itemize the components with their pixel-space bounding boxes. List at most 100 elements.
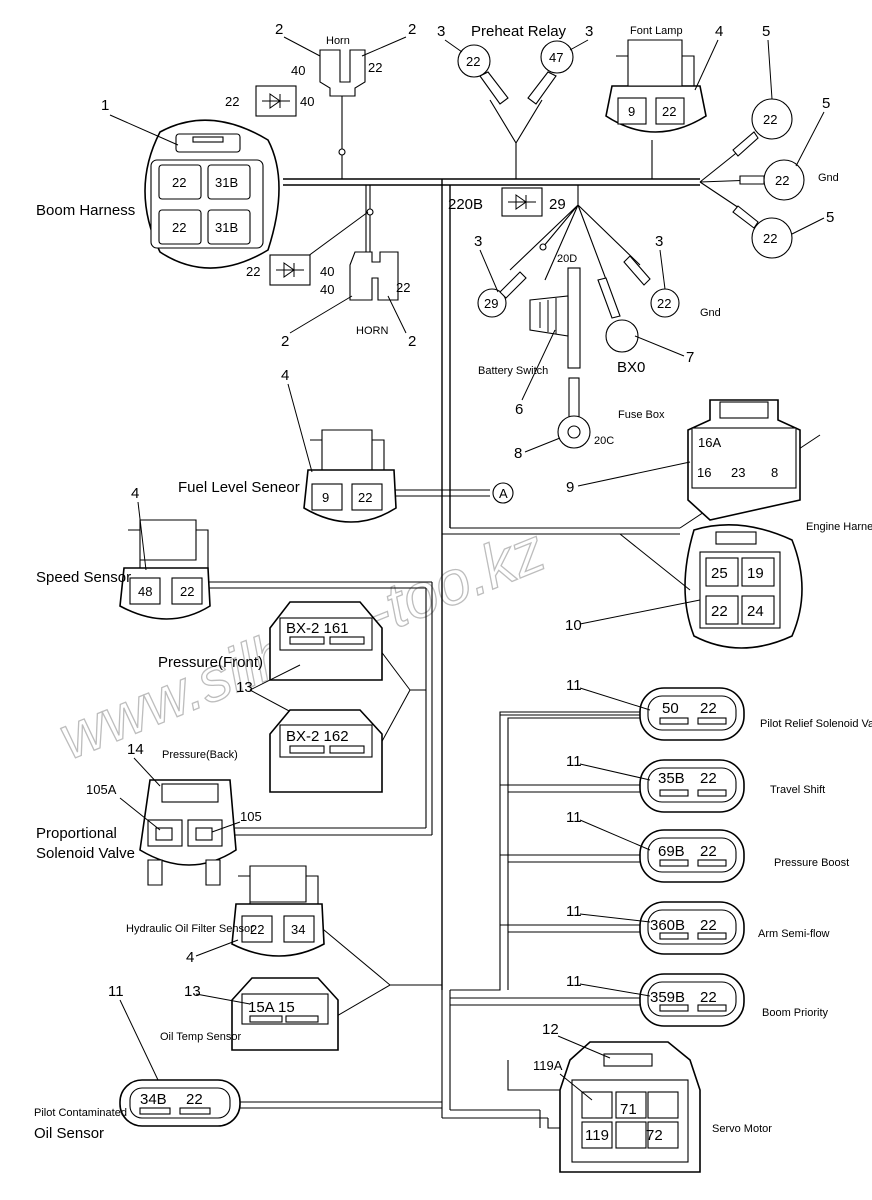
battery-area: 220B 29 29 3 22 3 Gnd 20D Battery Switch… [448, 187, 721, 462]
callout-3d: 3 [655, 233, 663, 250]
pressure-back-sensor: BX-2 162 Pressure(Back) [162, 709, 383, 793]
wire-20d: 20D [557, 253, 577, 265]
callout-14: 14 [127, 741, 144, 758]
callout-12: 12 [542, 1021, 559, 1038]
lamp-pin-2: 22 [662, 104, 676, 119]
valve2-pin-2: 22 [700, 770, 717, 787]
engine10-pin-3: 22 [711, 603, 728, 620]
oil-temp-label: Oil Temp Sensor [160, 1031, 241, 1043]
wire-29: 29 [549, 196, 566, 213]
lamp-pin-1: 9 [628, 104, 635, 119]
valve-pressure-boost: 69B 22 Pressure Boost 11 [566, 809, 849, 883]
callout-11d: 11 [566, 809, 582, 826]
callout-13b: 13 [184, 983, 201, 1000]
callout-8: 8 [514, 445, 522, 462]
wire-40b: 40 [300, 94, 314, 109]
pilotc-pin-2: 22 [186, 1091, 203, 1108]
pf-pins: BX-2 161 [286, 620, 349, 637]
wire-22b: 22 [225, 94, 239, 109]
engine-harness-label: Engine Harness [806, 521, 872, 533]
callout-11a: 11 [108, 983, 124, 1000]
callout-4c: 4 [131, 485, 139, 502]
callout-6: 6 [515, 401, 523, 418]
callout-5a: 5 [762, 23, 770, 40]
fuel-level-label: Fuel Level Seneor [178, 479, 300, 496]
pressure-back-label: Pressure(Back) [162, 749, 238, 761]
engine9-pin-4: 8 [771, 465, 778, 480]
fuel-level-sensor: 9 22 Fuel Level Seneor 4 A [178, 367, 508, 523]
valve1-pin-2: 22 [700, 700, 717, 717]
servo-pin-3: 72 [646, 1127, 663, 1144]
pressure-front-label: Pressure(Front) [158, 654, 263, 671]
wire-220b: 220B [448, 196, 483, 213]
callout-10: 10 [565, 617, 582, 634]
callout-2c: 2 [281, 333, 289, 350]
preheat-relay-label: Preheat Relay [471, 23, 567, 40]
wire-20c: 20C [594, 435, 614, 447]
oil-temp-sensor: 15A 15 Oil Temp Sensor 13 [160, 977, 339, 1051]
callout-5c: 5 [826, 209, 834, 226]
font-lamp-label: Font Lamp [630, 25, 683, 37]
boom-pin-3: 22 [172, 220, 186, 235]
travel-shift-label: Travel Shift [770, 784, 825, 796]
callout-3b: 3 [585, 23, 593, 40]
hydraulic-oil-filter-sensor: 22 34 Hydraulic Oil Filter Sensor 4 [126, 865, 325, 966]
engine10-pin-2: 19 [747, 565, 764, 582]
engine10-pin-4: 24 [747, 603, 764, 620]
callout-4d: 4 [186, 949, 194, 966]
gnd-pin-3: 22 [763, 231, 777, 246]
valve5-pin-1: 359B [650, 989, 685, 1006]
engine-harness: 16A 16 23 8 9 25 19 22 24 Engine Harness… [565, 399, 872, 649]
callout-4b: 4 [281, 367, 289, 384]
pilot-contaminated-oil-sensor: 34B 22 Pilot Contaminated Oil Sensor 11 [34, 983, 241, 1142]
pilot-cont-label-1: Pilot Contaminated [34, 1107, 127, 1119]
wire-22d: 22 [396, 280, 410, 295]
harness-trunks [205, 96, 821, 1129]
callout-13a: 13 [236, 679, 253, 696]
valve4-pin-2: 22 [700, 917, 717, 934]
wire-bx0: BX0 [617, 359, 645, 376]
engine9-pin-2: 16 [697, 465, 711, 480]
servo-pin-2: 119 [585, 1127, 609, 1144]
servo-motor: 71 119 72 119A Servo Motor 12 [533, 1021, 772, 1173]
pressure-front-sensor: BX-2 161 Pressure(Front) 13 [158, 601, 383, 721]
callout-11e: 11 [566, 903, 582, 920]
wire-105a: 105A [86, 782, 117, 797]
ring-right-pin: 22 [657, 296, 671, 311]
pilotc-pin-1: 34B [140, 1091, 167, 1108]
callout-9: 9 [566, 479, 574, 496]
valve3-pin-2: 22 [700, 843, 717, 860]
callout-4a: 4 [715, 23, 723, 40]
horn-bottom: 22 40 40 22 HORN 2 2 [246, 251, 416, 350]
callout-3a: 3 [437, 23, 445, 40]
fuse-box-label: Fuse Box [618, 409, 665, 421]
preheat-relay: Preheat Relay 22 47 3 3 [437, 23, 593, 105]
callout-5b: 5 [822, 95, 830, 112]
gnd-pin-1: 22 [763, 112, 777, 127]
horn-top-label: Horn [326, 35, 350, 47]
hyd-pin-1: 22 [250, 922, 264, 937]
wire-40c: 40 [320, 264, 334, 279]
ring-left-pin: 29 [484, 296, 498, 311]
gnd-pin-2: 22 [775, 173, 789, 188]
callout-2d: 2 [408, 333, 416, 350]
callout-1: 1 [101, 97, 109, 114]
proportional-solenoid-valve: Proportional Solenoid Valve 14 105A 105 [36, 741, 262, 886]
valve1-pin-1: 50 [662, 700, 679, 717]
horn-bottom-label: HORN [356, 325, 388, 337]
callout-11b: 11 [566, 677, 582, 694]
battery-switch-label: Battery Switch [478, 365, 548, 377]
gnd-top-label: Gnd [818, 172, 839, 184]
valve-boom-priority: 359B 22 Boom Priority 11 [566, 973, 829, 1027]
callout-2b: 2 [408, 21, 416, 38]
hyd-filter-label: Hydraulic Oil Filter Sensor [126, 923, 254, 935]
circle-a-label: A [499, 486, 508, 501]
engine9-pin-1: 16A [698, 435, 721, 450]
hyd-pin-2: 34 [291, 922, 305, 937]
valve2-pin-1: 35B [658, 770, 685, 787]
valve4-pin-1: 360B [650, 917, 685, 934]
callout-7: 7 [686, 349, 694, 366]
speed-sensor: 48 22 Speed Sensor 4 [36, 485, 211, 620]
arm-semi-label: Arm Semi-flow [758, 928, 830, 940]
